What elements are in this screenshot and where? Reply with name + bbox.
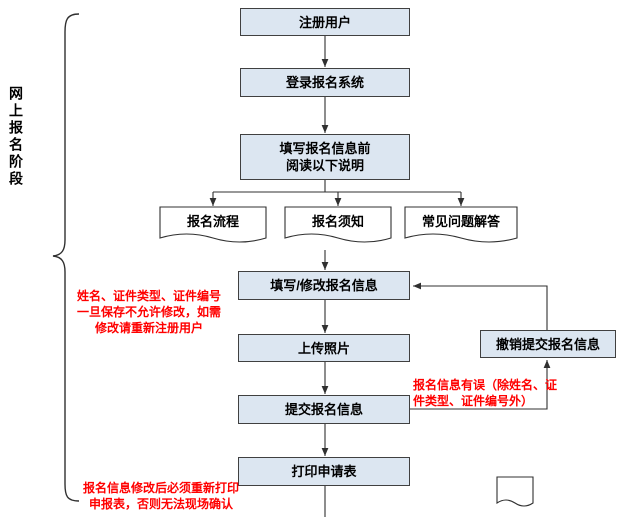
annotation-left-note: 姓名、证件类型、证件编号 一旦保存不允许修改，如需 修改请重新注册用户 <box>76 289 221 335</box>
node-cancel-submit: 撤销提交报名信息 <box>480 330 616 358</box>
annotation-bottom-note: 报名信息修改后必须重新打印 申报表，否则无法现场确认 <box>82 481 239 511</box>
doc-registration-notice-label: 报名须知 <box>311 214 364 229</box>
left-curly-brace-icon <box>52 13 80 502</box>
node-submit-info: 提交报名信息 <box>238 395 410 424</box>
doc-faq-label: 常见问题解答 <box>421 214 500 229</box>
stage-label: 网上报名阶段 <box>8 86 24 188</box>
node-print-form: 打印申请表 <box>238 457 410 486</box>
node-fill-modify-info: 填写/修改报名信息 <box>238 271 410 300</box>
doc-registration-process-label: 报名流程 <box>186 214 239 229</box>
arrow-cancel-to-fill <box>413 282 548 330</box>
annotation-right-note: 报名信息有误（除姓名、证 件类型、证件编号外） <box>413 378 558 408</box>
node-read-instructions: 填写报名信息前 阅读以下说明 <box>240 134 410 180</box>
node-upload-photo: 上传照片 <box>238 334 410 362</box>
doc-printed-form-shape <box>496 476 534 507</box>
node-register-user: 注册用户 <box>240 8 410 36</box>
node-login-system: 登录报名系统 <box>240 68 410 97</box>
